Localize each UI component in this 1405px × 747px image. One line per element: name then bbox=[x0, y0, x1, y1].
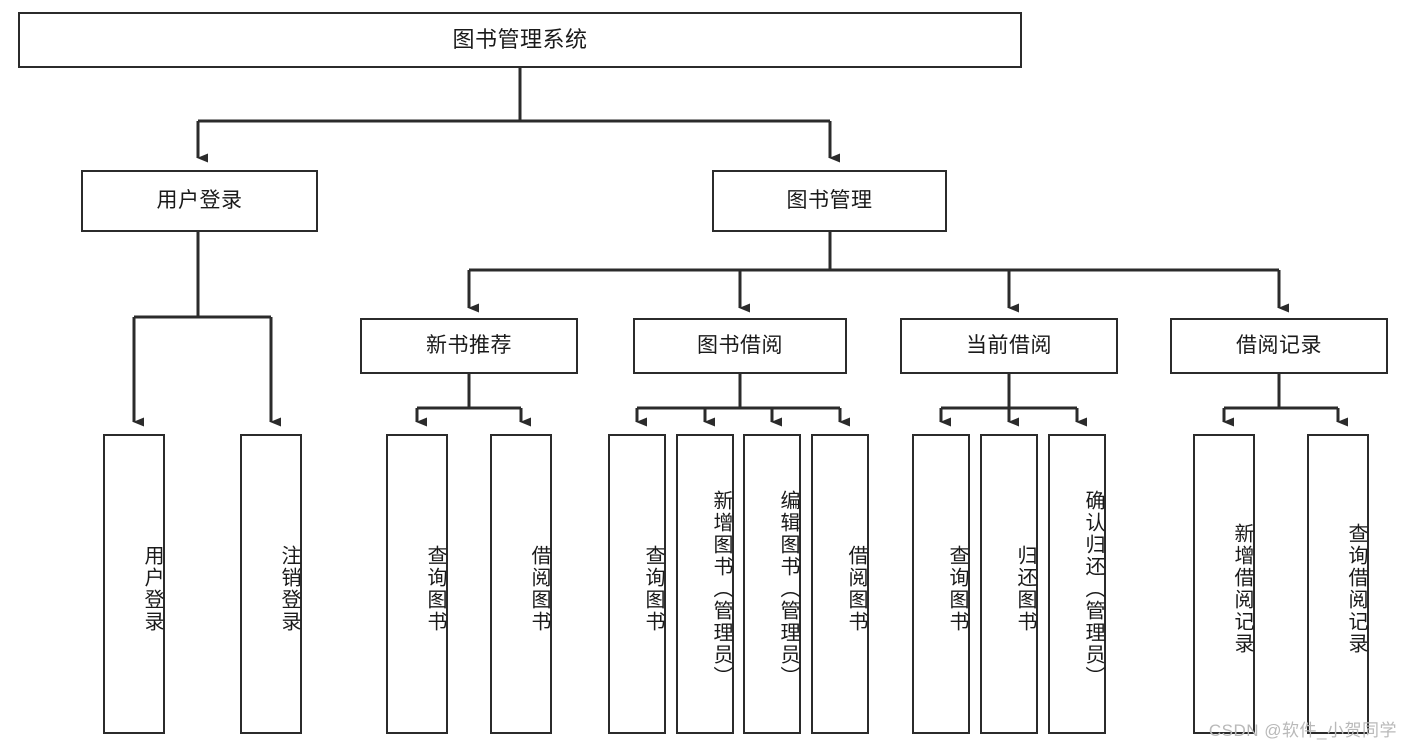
node-leaf-newbook-query-books[interactable]: 查询图书 bbox=[386, 434, 448, 734]
node-label: 图书管理系统 bbox=[452, 26, 588, 52]
node-leaf-current-return-books[interactable]: 归还图书 bbox=[980, 434, 1038, 734]
node-label: 用户登录 bbox=[156, 189, 243, 213]
node-label: 图书借阅 bbox=[697, 334, 783, 358]
node-leaf-current-confirm-return-admin[interactable]: 确认归还（管理员） bbox=[1048, 434, 1106, 734]
node-label: 确认归还（管理员） bbox=[1082, 490, 1104, 688]
node-leaf-records-query-record[interactable]: 查询借阅记录 bbox=[1307, 434, 1369, 734]
node-leaf-logout[interactable]: 注销登录 bbox=[240, 434, 302, 734]
node-label: 借阅图书 bbox=[528, 545, 550, 633]
node-label: 用户登录 bbox=[141, 545, 163, 633]
node-label: 归还图书 bbox=[1014, 545, 1036, 633]
node-label: 新增图书（管理员） bbox=[710, 490, 732, 688]
node-root-book-management-system[interactable]: 图书管理系统 bbox=[18, 12, 1022, 68]
node-leaf-records-add-record[interactable]: 新增借阅记录 bbox=[1193, 434, 1255, 734]
node-label: 查询借阅记录 bbox=[1345, 523, 1367, 655]
node-leaf-user-login[interactable]: 用户登录 bbox=[103, 434, 165, 734]
node-leaf-borrow-query-books[interactable]: 查询图书 bbox=[608, 434, 666, 734]
node-label: 借阅记录 bbox=[1236, 334, 1322, 358]
node-current-borrow[interactable]: 当前借阅 bbox=[900, 318, 1118, 374]
node-leaf-borrow-lend-books[interactable]: 借阅图书 bbox=[811, 434, 869, 734]
node-label: 图书管理 bbox=[786, 189, 873, 213]
node-label: 注销登录 bbox=[278, 545, 300, 633]
node-book-management[interactable]: 图书管理 bbox=[712, 170, 947, 232]
node-label: 新书推荐 bbox=[426, 334, 512, 358]
node-user-login[interactable]: 用户登录 bbox=[81, 170, 318, 232]
node-leaf-current-query-books[interactable]: 查询图书 bbox=[912, 434, 970, 734]
node-label: 查询图书 bbox=[642, 545, 664, 633]
node-leaf-borrow-add-book-admin[interactable]: 新增图书（管理员） bbox=[676, 434, 734, 734]
node-label: 借阅图书 bbox=[845, 545, 867, 633]
node-borrow-records[interactable]: 借阅记录 bbox=[1170, 318, 1388, 374]
node-label: 新增借阅记录 bbox=[1231, 523, 1253, 655]
node-leaf-borrow-edit-book-admin[interactable]: 编辑图书（管理员） bbox=[743, 434, 801, 734]
node-leaf-newbook-borrow-books[interactable]: 借阅图书 bbox=[490, 434, 552, 734]
node-label: 查询图书 bbox=[946, 545, 968, 633]
node-new-book-recommend[interactable]: 新书推荐 bbox=[360, 318, 578, 374]
node-label: 当前借阅 bbox=[966, 334, 1052, 358]
node-label: 编辑图书（管理员） bbox=[777, 490, 799, 688]
node-label: 查询图书 bbox=[424, 545, 446, 633]
node-book-borrow[interactable]: 图书借阅 bbox=[633, 318, 847, 374]
